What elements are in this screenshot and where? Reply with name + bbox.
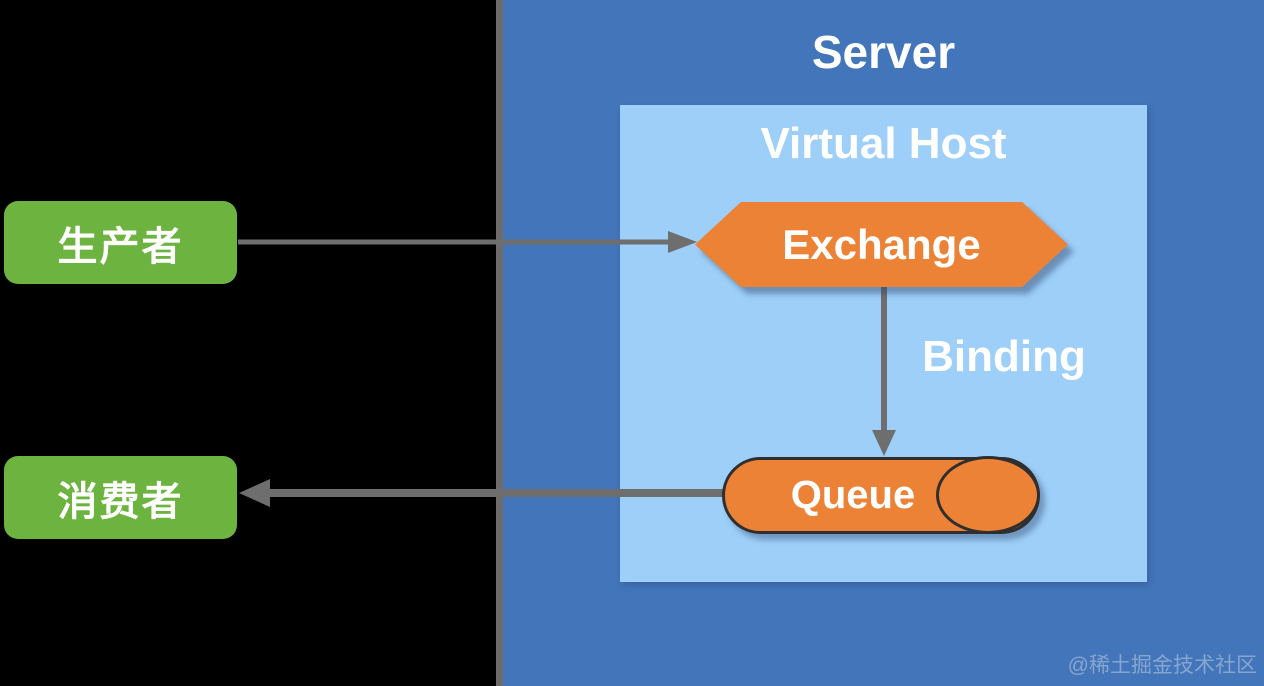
virtual-host-label: Virtual Host: [760, 119, 1007, 168]
consumer-node: 消费者: [4, 456, 237, 539]
queue-label: Queue: [790, 473, 916, 517]
exchange-label: Exchange: [782, 220, 981, 268]
consumer-label: 消费者: [57, 479, 184, 524]
exchange-node: Exchange: [695, 202, 1068, 287]
queue-cylinder-cap: [936, 456, 1040, 534]
exchange-hexagon: Exchange: [695, 202, 1068, 287]
producer-label: 生产者: [57, 224, 184, 269]
producer-node: 生产者: [4, 201, 237, 284]
vertical-divider-line: [496, 0, 503, 686]
binding-edge-label: Binding: [922, 332, 1086, 381]
watermark-text: @稀土掘金技术社区: [1067, 654, 1257, 677]
server-label: Server: [811, 26, 956, 78]
